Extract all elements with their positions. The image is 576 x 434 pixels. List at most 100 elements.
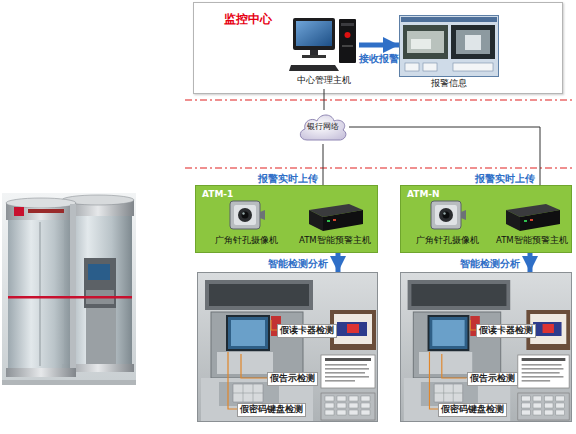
monitor-center-box: 监控中心中心管理主机报警信息: [193, 2, 563, 94]
graphic-part: [309, 210, 323, 231]
graphic-part: [400, 273, 571, 422]
screen-icon: [399, 15, 499, 81]
icon-node: 中心管理主机: [289, 15, 359, 89]
graphic-part: [400, 16, 499, 77]
graphic-part: [337, 396, 346, 401]
graphic-part: [325, 396, 334, 401]
graphic-part: [323, 210, 363, 231]
graphic-part: [337, 403, 346, 408]
graphic-part: [434, 384, 463, 402]
graphic-part: [403, 25, 448, 59]
graphic-part: [434, 393, 463, 394]
graphic-part: [400, 272, 572, 422]
graphic-part: [411, 284, 506, 306]
graphic-part: [325, 403, 334, 408]
graphic-part: [238, 208, 252, 222]
graphic-part: [429, 352, 438, 409]
graphic-part: [197, 272, 378, 422]
graphic-part: [543, 324, 554, 333]
graphic-part: [431, 201, 461, 229]
graphic-part: [427, 198, 467, 232]
graphic-part: [522, 396, 565, 415]
graphic-part: [337, 410, 346, 415]
graphic-part: [544, 403, 553, 408]
graphic-part: [226, 198, 266, 232]
dvr-icon: [305, 200, 365, 238]
graphic-part: [518, 355, 569, 388]
graphic-part: [439, 208, 453, 222]
graphic-part: [325, 380, 355, 382]
graphic-part: [465, 35, 481, 50]
graphic-part: [70, 204, 76, 372]
separator-line: [185, 167, 572, 168]
network-line: [323, 144, 324, 185]
icon-node: 假读卡器检测假告示检测假密码键盘检测: [197, 272, 378, 422]
edge-label: 报警实时上传: [258, 173, 318, 184]
graphic-part: [305, 200, 365, 234]
graphic-part: [522, 368, 564, 370]
graphic-part: [300, 115, 346, 140]
graphic-part: [339, 19, 356, 63]
graphic-part: [413, 312, 500, 378]
graphic-part: [556, 403, 565, 408]
graphic-part: [520, 210, 560, 231]
graphic-part: [522, 410, 531, 415]
icon-node: 报警信息: [399, 15, 499, 91]
graphic-part: [419, 352, 472, 374]
graphic-part: [325, 372, 365, 374]
graphic-part: [321, 355, 375, 388]
graphic-part: [349, 410, 358, 415]
graphic-part: [227, 316, 269, 350]
graphic-part: [198, 273, 378, 422]
node-text: ATM-1: [202, 189, 233, 199]
graphic-part: [349, 396, 358, 401]
graphic-part: [544, 396, 553, 401]
graphic-part: [233, 384, 263, 402]
graphic-part: [289, 65, 339, 71]
graphic-part: [347, 324, 359, 333]
graphic-part: [349, 403, 358, 408]
node-text: 假告示检测: [267, 372, 318, 386]
node-text: 中心管理主机: [297, 76, 351, 86]
graphic-part: [533, 396, 542, 401]
graphic-part: [333, 219, 336, 221]
graphic-part: [325, 364, 367, 366]
graphic-part: [522, 372, 560, 374]
computer-icon: [289, 15, 359, 77]
graphic-part: [524, 220, 527, 222]
graphic-part: [84, 258, 116, 308]
graphic-part: [321, 393, 375, 420]
graphic-part: [209, 284, 309, 306]
node-text: ATM智能预警主机: [299, 236, 371, 246]
graphic-part: [432, 320, 464, 346]
icon-node: 广角针孔摄像机: [224, 198, 268, 250]
graphic-part: [228, 352, 237, 409]
graphic-part: [325, 376, 369, 378]
graphic-part: [211, 312, 303, 378]
graphic-part: [423, 63, 437, 71]
graphic-part: [556, 410, 565, 415]
graphic-part: [325, 410, 334, 415]
node-text: 假告示检测: [467, 372, 518, 386]
graphic-part: [327, 220, 330, 222]
graphic-part: [522, 403, 531, 408]
graphic-part: [325, 358, 371, 361]
graphic-part: [289, 15, 359, 73]
graphic-part: [407, 31, 444, 53]
graphic-part: [405, 63, 419, 71]
icon-node: 广角针孔摄像机: [425, 198, 469, 250]
separator-line: [185, 99, 572, 100]
graphic-part: [234, 205, 256, 225]
graphic-part: [342, 45, 353, 47]
graphic-part: [401, 17, 497, 22]
atm-booth-illustration: [2, 193, 136, 385]
icon-node: ATM智能预警主机: [493, 198, 571, 250]
graphic-part: [361, 403, 370, 408]
graphic-part: [544, 410, 553, 415]
node-text: 假密码键盘检测: [438, 403, 507, 417]
graphic-part: [14, 207, 24, 216]
graphic-part: [325, 396, 370, 415]
